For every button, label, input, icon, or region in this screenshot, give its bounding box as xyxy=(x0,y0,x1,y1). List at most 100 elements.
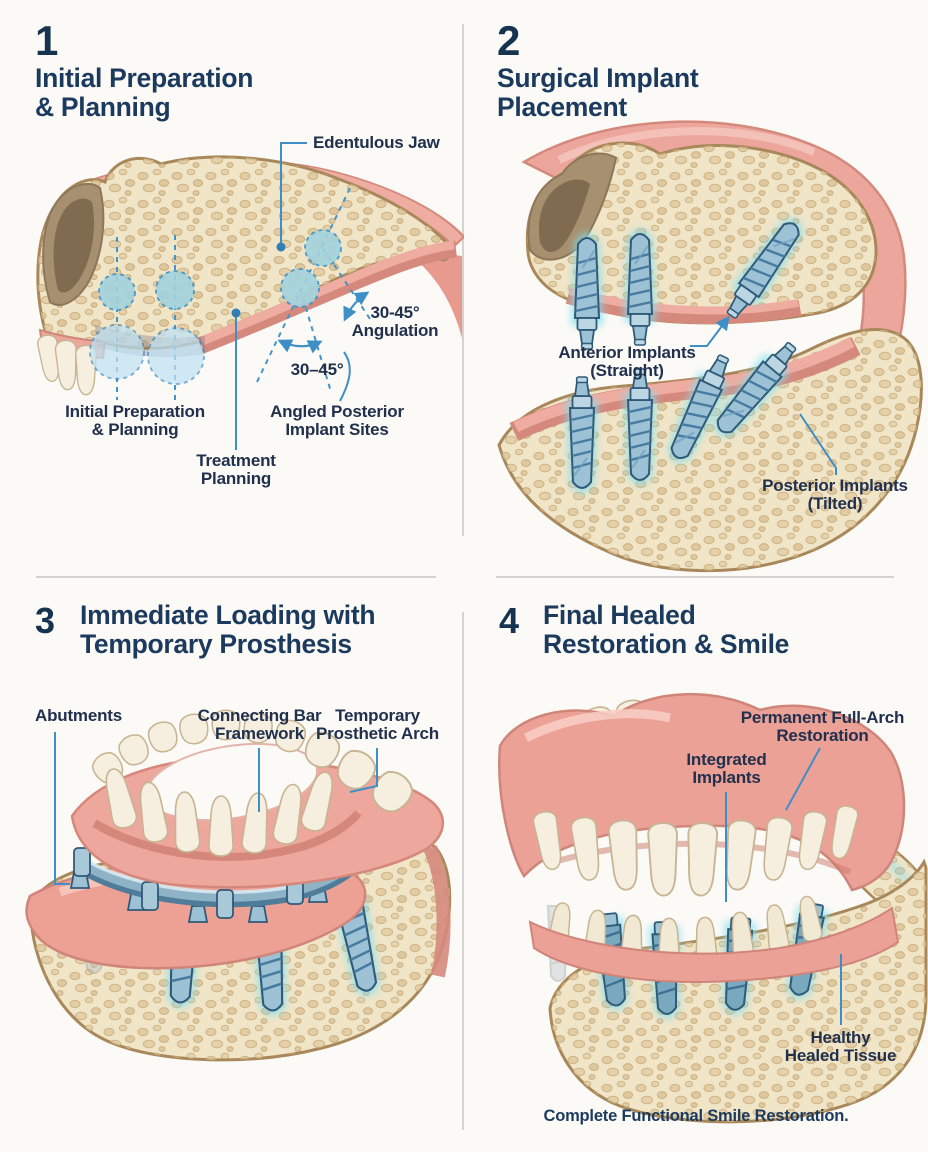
label-line: Framework xyxy=(215,724,304,744)
label-line: Posterior Implants xyxy=(762,476,908,495)
step-title-3: Immediate Loading with Temporary Prosthe… xyxy=(80,600,376,659)
title-line: Immediate Loading with xyxy=(80,600,376,630)
step-number-3: 3 xyxy=(35,600,56,641)
divider-horizontal-right xyxy=(496,576,894,578)
title-line: Temporary Prosthesis xyxy=(80,628,352,659)
mandible-with-implants xyxy=(497,327,923,573)
nasal-cavity-shadow xyxy=(53,198,94,293)
planning-circle xyxy=(155,270,195,310)
label-line: Permanent Full-Arch xyxy=(740,708,905,727)
planning-circle xyxy=(98,273,136,311)
label-line: 30-45° xyxy=(370,303,420,322)
label-abutments: Abutments xyxy=(35,706,122,725)
label-healthy-tissue: Healthy Healed Tissue xyxy=(768,1028,913,1066)
implant-straight xyxy=(626,232,654,347)
label-temporary-arch: Temporary Prosthetic Arch xyxy=(300,706,455,744)
leader-permanent xyxy=(785,747,821,811)
label-line: Edentulous Jaw xyxy=(313,133,440,152)
mandible-with-integrated-implants xyxy=(546,858,928,1124)
label-angle-range: 30–45° xyxy=(277,360,357,379)
panel2-illustration xyxy=(497,120,923,573)
palate-gum-highlight xyxy=(557,127,816,164)
label-line: Anterior Implants (Straight) xyxy=(558,343,696,381)
panel1-illustration xyxy=(35,142,464,450)
leader-lines xyxy=(235,142,351,450)
label-anterior-implants: Anterior Implants (Straight) xyxy=(520,343,734,381)
label-treatment-planning: Treatment Planning xyxy=(177,451,295,489)
leader-lines xyxy=(725,747,842,1025)
leader-angled-posterior xyxy=(339,351,351,402)
title-line: Placement xyxy=(497,91,627,122)
planning-circle xyxy=(304,229,342,267)
label-angled-posterior-sites: Angled Posterior Implant Sites xyxy=(251,402,423,440)
step-title-2: Surgical Implant Placement xyxy=(497,63,699,122)
implant-straight xyxy=(573,236,601,351)
label-line: (Tilted) xyxy=(807,494,863,514)
label-initial-preparation: Initial Preparation & Planning xyxy=(47,402,223,440)
angle-arc xyxy=(343,291,370,322)
cheek-gum-drape xyxy=(400,248,462,338)
leader-posterior xyxy=(799,413,837,475)
ramus-gum-edge xyxy=(423,845,451,978)
leader-lines xyxy=(54,732,378,885)
label-line: Initial Preparation xyxy=(65,402,205,421)
label-line: Healthy xyxy=(810,1028,871,1047)
step-number-4: 4 xyxy=(499,600,520,641)
leader-edentulous xyxy=(280,142,307,243)
step-title-1: Initial Preparation & Planning xyxy=(35,64,253,122)
leader-arch xyxy=(349,748,378,793)
panel3-illustration xyxy=(25,709,452,1062)
label-line: Abutments xyxy=(35,706,122,725)
title-line: Restoration & Smile xyxy=(543,628,790,659)
title-line: & Planning xyxy=(35,91,171,122)
divider-vertical-bottom xyxy=(462,612,464,1130)
angle-arcs xyxy=(277,291,370,354)
label-line: Connecting Bar xyxy=(197,706,322,725)
bone-trabecular xyxy=(499,329,922,571)
label-line: Prosthetic Arch xyxy=(316,724,439,744)
planned-implant-sites xyxy=(89,229,342,385)
final-caption: Complete Functional Smile Restoration. xyxy=(543,1107,849,1125)
bone-trabecular xyxy=(37,156,451,349)
label-line: Healed Tissue xyxy=(784,1046,897,1066)
label-line: 30–45° xyxy=(290,360,344,379)
divider-vertical-top xyxy=(462,24,464,536)
title-line: Surgical Implant xyxy=(497,63,699,93)
divider-horizontal-left xyxy=(36,576,436,578)
leader-dot xyxy=(231,308,241,318)
label-edentulous-jaw: Edentulous Jaw xyxy=(313,133,440,152)
step-title-4: Final Healed Restoration & Smile xyxy=(543,601,789,659)
label-line: Treatment xyxy=(196,451,276,470)
planning-circle xyxy=(147,327,205,385)
planning-overlay xyxy=(89,142,373,450)
nasal-cavity-shadow xyxy=(538,179,590,253)
ridge-gum-highlight xyxy=(200,240,455,346)
anterior-arrow xyxy=(690,315,730,347)
temporary-prosthesis xyxy=(70,709,444,889)
title-line: Initial Preparation xyxy=(35,63,254,93)
maxilla-cross-section xyxy=(35,155,464,396)
label-angulation: 30-45° Angulation xyxy=(329,303,461,341)
planning-circle xyxy=(89,324,145,380)
step-number-2: 2 xyxy=(497,17,521,64)
label-line: Planning xyxy=(200,469,272,489)
label-line: Temporary xyxy=(335,706,420,725)
label-line: & Planning xyxy=(91,420,179,440)
label-line: Implants xyxy=(692,768,761,788)
leader-dot xyxy=(276,242,286,252)
upper-denture xyxy=(498,692,906,898)
upper-gum-highlight xyxy=(523,709,672,742)
label-integrated-implants: Integrated Implants xyxy=(664,750,789,788)
label-posterior-implants: Posterior Implants (Tilted) xyxy=(750,476,920,514)
step-number-1: 1 xyxy=(35,17,59,64)
label-line: Integrated xyxy=(686,750,767,769)
label-connecting-bar: Connecting Bar Framework xyxy=(182,706,337,744)
label-line: Implant Sites xyxy=(285,420,389,440)
title-line: Final Healed xyxy=(543,600,696,630)
abutment xyxy=(248,905,268,923)
lower-gum xyxy=(528,906,900,984)
label-line: Angulation xyxy=(351,321,439,341)
maxilla-with-implants xyxy=(521,120,907,428)
label-line: Restoration xyxy=(776,726,869,746)
